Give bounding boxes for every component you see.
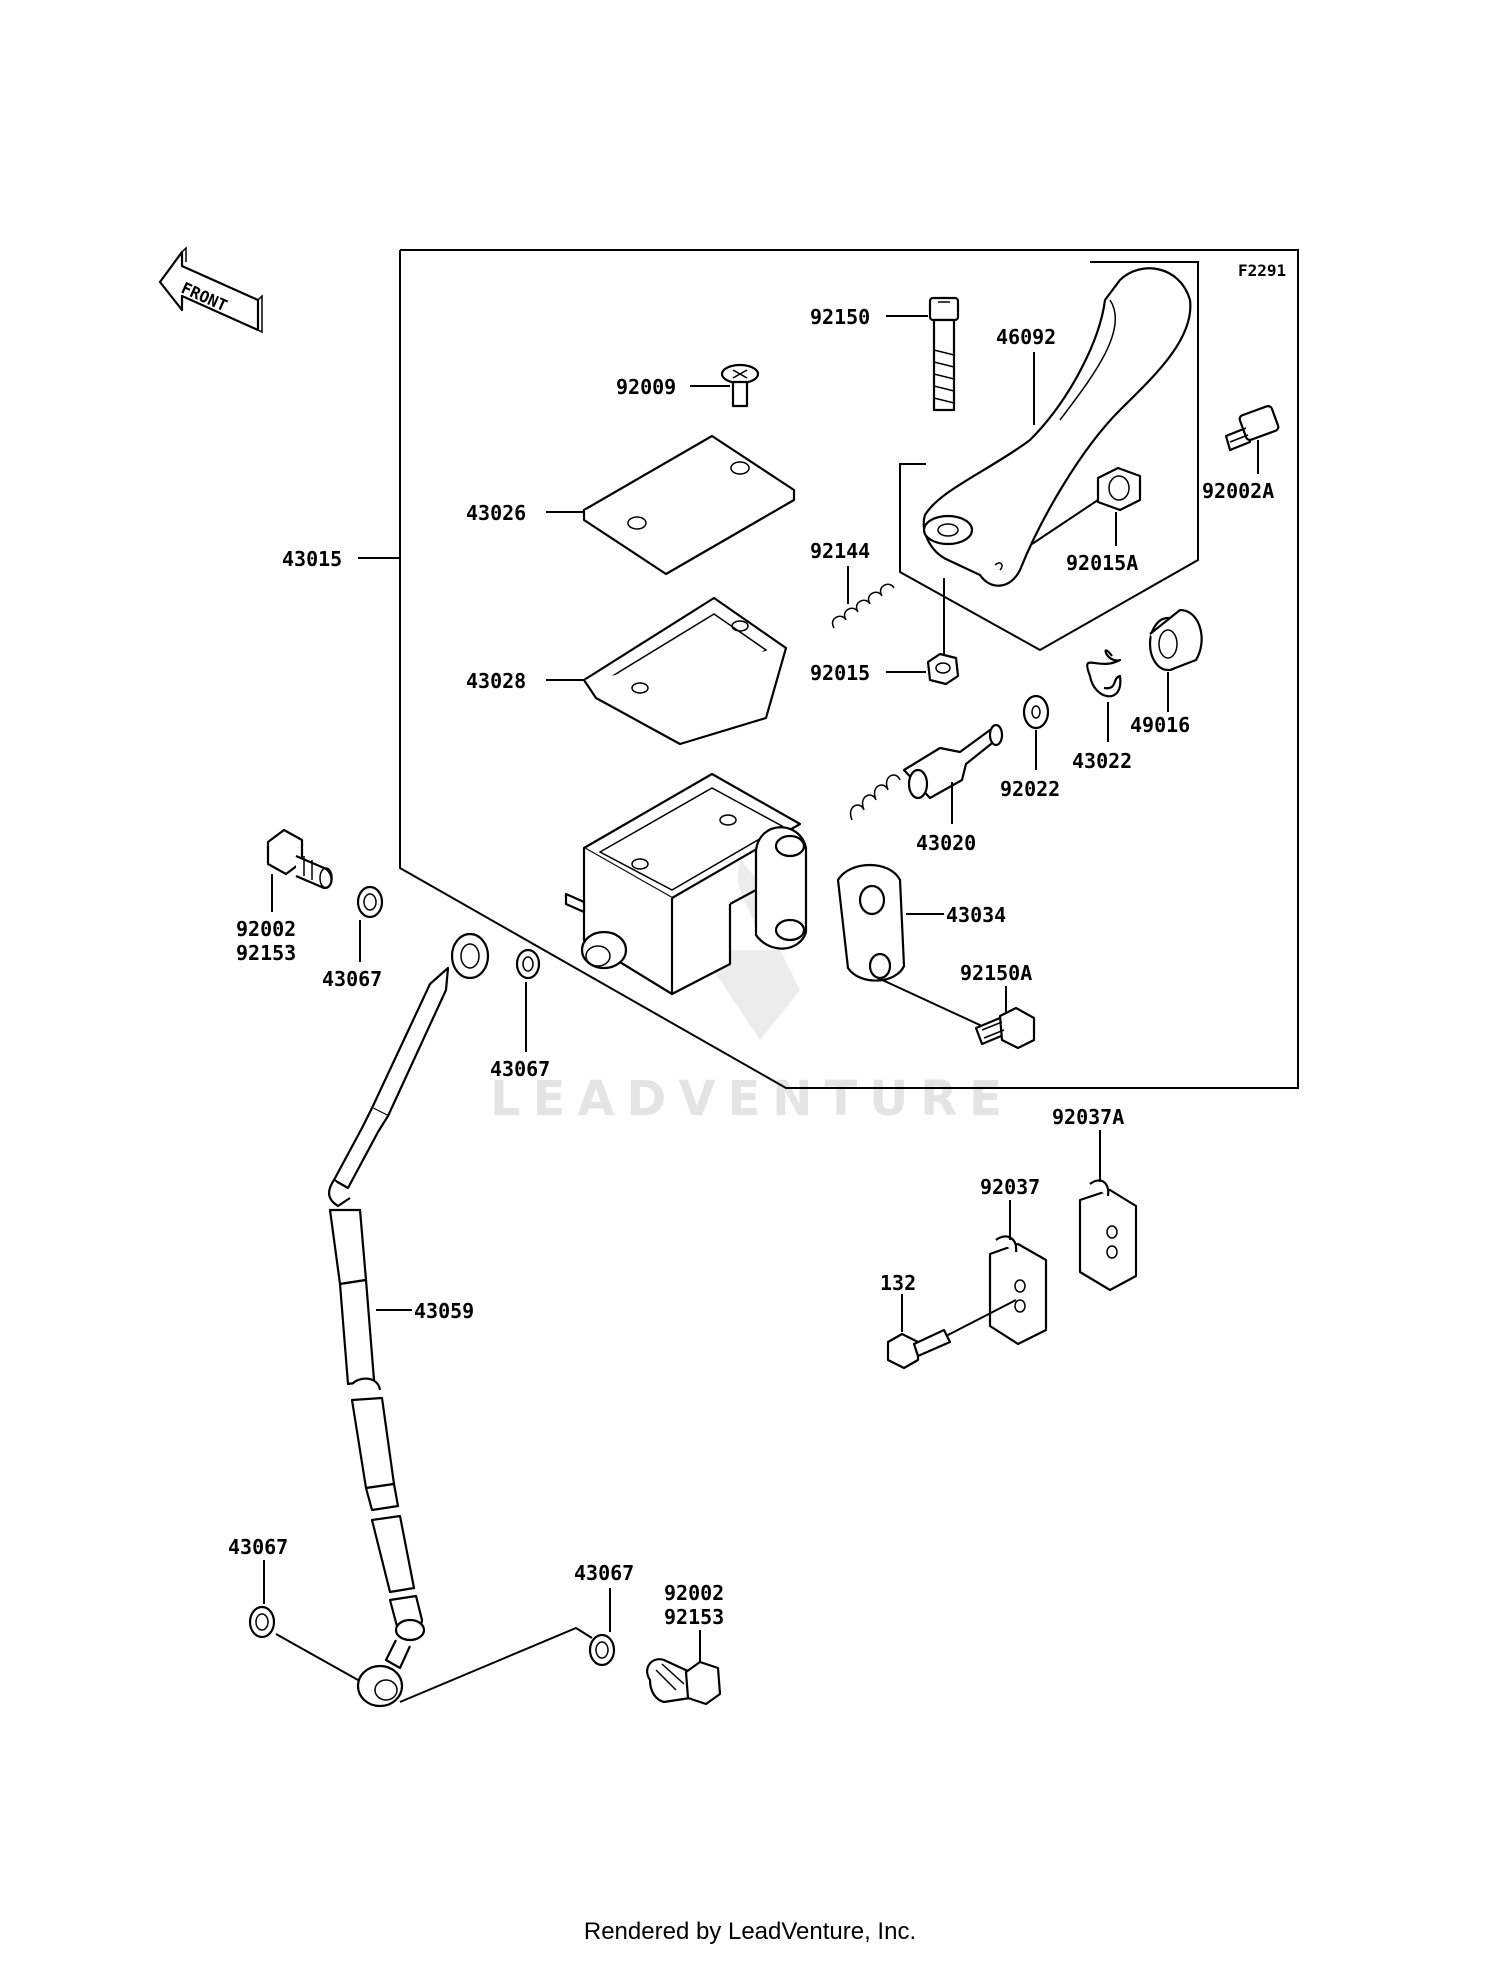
label-43067-c: 43067 <box>228 1535 288 1559</box>
front-arrow-icon: FRONT <box>158 246 263 334</box>
label-92037: 92037 <box>980 1175 1040 1199</box>
label-43028: 43028 <box>466 669 526 693</box>
label-92002-top: 92002 <box>236 917 296 941</box>
diaphragm-43028 <box>582 596 788 746</box>
bolt-132 <box>886 1328 952 1370</box>
figure-code: F2291 <box>1238 261 1286 280</box>
washer-43067-a <box>356 885 384 919</box>
boot-49016 <box>1148 608 1203 672</box>
assembly-boundary <box>399 249 1299 1089</box>
label-43022: 43022 <box>1072 749 1132 773</box>
label-43067-d: 43067 <box>574 1561 634 1585</box>
cap-43026 <box>582 434 796 576</box>
washer-43067-c <box>248 1605 276 1639</box>
brake-hose-43059 <box>328 932 490 1708</box>
spring-92144 <box>831 583 895 629</box>
label-43059: 43059 <box>414 1299 474 1323</box>
clamp-43034 <box>836 863 906 982</box>
label-92022: 92022 <box>1000 777 1060 801</box>
watermark-logo: LEADVENTURE <box>490 860 1014 1127</box>
label-92037A: 92037A <box>1052 1105 1124 1129</box>
circlip-43022 <box>1086 649 1122 698</box>
label-46092: 46092 <box>996 325 1056 349</box>
label-92009: 92009 <box>616 375 676 399</box>
bolt-92150 <box>928 296 960 412</box>
label-92150A: 92150A <box>960 961 1032 985</box>
label-92153-top: 92153 <box>236 941 296 965</box>
watermark-text: LEADVENTURE <box>490 1071 1014 1127</box>
nut-92015A <box>1096 466 1142 512</box>
label-43020: 43020 <box>916 831 976 855</box>
label-92150: 92150 <box>810 305 870 329</box>
footer-credit: Rendered by LeadVenture, Inc. <box>583 1918 917 1945</box>
nut-92015 <box>926 652 960 686</box>
clamp-92037A <box>1078 1179 1138 1292</box>
label-43067-a: 43067 <box>322 967 382 991</box>
washer-92022 <box>1022 694 1050 730</box>
label-49016: 49016 <box>1130 713 1190 737</box>
label-92153-bottom: 92153 <box>664 1605 724 1629</box>
label-92015A: 92015A <box>1066 551 1138 575</box>
lever-boundary <box>899 261 1199 652</box>
clamp-92037 <box>988 1235 1048 1346</box>
label-92002-bottom: 92002 <box>664 1581 724 1605</box>
bolt-92002A <box>1224 404 1280 452</box>
bolt-92150A <box>974 1006 1036 1050</box>
screw-92009 <box>720 363 760 408</box>
washer-43067-d <box>588 1633 616 1667</box>
master-cylinder-body <box>564 772 808 996</box>
label-43034: 43034 <box>946 903 1006 927</box>
label-43067-b: 43067 <box>490 1057 550 1081</box>
label-43015: 43015 <box>282 547 342 571</box>
piston-43020 <box>849 723 1004 821</box>
banjo-bolt-bottom <box>646 1658 722 1706</box>
label-92015: 92015 <box>810 661 870 685</box>
label-43026: 43026 <box>466 501 526 525</box>
label-132: 132 <box>880 1271 916 1295</box>
washer-43067-b <box>515 948 541 980</box>
label-92144: 92144 <box>810 539 870 563</box>
lever-46092 <box>922 267 1192 587</box>
label-92002A: 92002A <box>1202 479 1274 503</box>
banjo-bolt-top <box>266 828 333 890</box>
